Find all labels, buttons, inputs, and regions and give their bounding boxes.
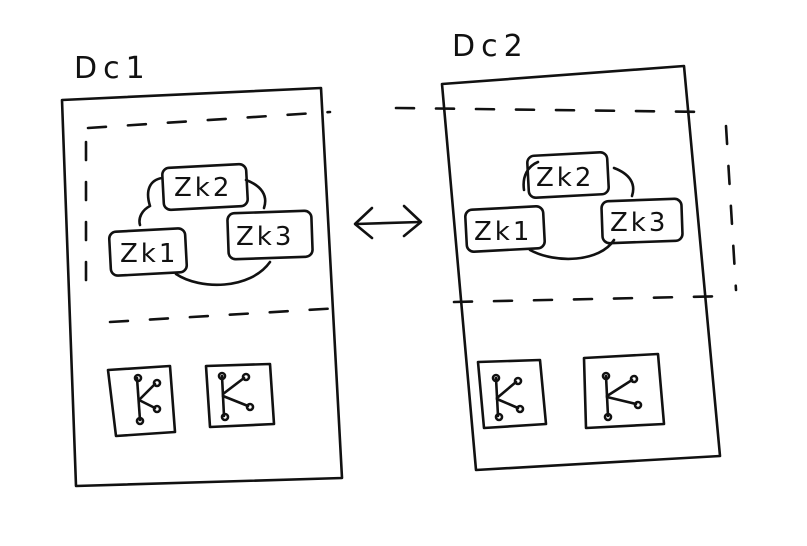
dc2-zk-node-1: Zk1 [464,205,546,253]
dc2-label: Dc2 [452,29,529,64]
dc1-zookeeper-region [84,110,342,324]
bidirectional-arrow [353,204,423,240]
dc1-zookeeper-ensemble: Zk2 Zk1 Zk3 [107,162,314,287]
dc2-zk-node-2: Zk2 [526,150,610,200]
dc2-kafka-broker-2 [582,352,666,430]
dc1-zk-node-3-label: Zk3 [236,222,294,252]
dc2-zookeeper-ensemble: Zk2 Zk1 Zk3 [464,150,684,261]
dc2-kafka-broker-1 [476,358,548,430]
dc1-box [60,86,344,488]
dc2-box [440,64,722,472]
dc1-zk-node-3: Zk3 [226,209,314,261]
kafka-icon [601,371,643,422]
dc2-zookeeper-region [394,106,738,304]
dc2-zk-node-1-label: Zk1 [474,217,532,247]
dc1-ensemble-arc [138,176,272,287]
dc1-zk-node-1-label: Zk1 [120,239,178,269]
dc1-label: Dc1 [74,51,151,86]
dc1-zk-node-2: Zk2 [161,162,249,212]
kafka-icon [217,371,255,422]
dc1-kafka-broker-1 [106,364,177,438]
dc2-zk-node-3-label: Zk3 [610,208,668,238]
dc1-zk-node-1: Zk1 [107,227,189,277]
dc1-zk-node-2-label: Zk2 [174,173,232,203]
dc1-kafka-broker-2 [204,362,276,429]
dc2-zk-node-3: Zk3 [600,197,684,245]
kafka-icon [133,373,162,426]
kafka-icon [491,373,525,422]
dc2-zk-node-2-label: Zk2 [536,163,594,193]
